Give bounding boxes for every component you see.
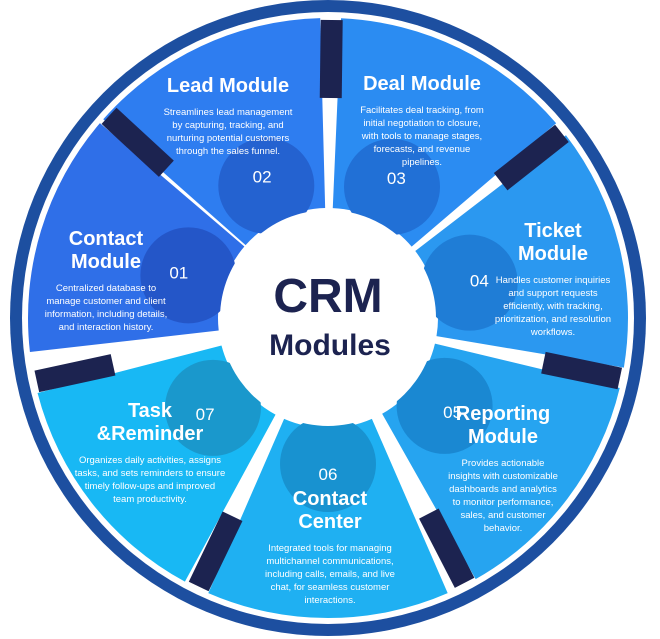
module-number-06: 06 xyxy=(319,465,338,484)
number-tabs xyxy=(140,137,518,512)
module-description-03: forecasts, and revenue xyxy=(374,144,471,155)
module-description-03: initial negotiation to closure, xyxy=(363,118,480,129)
module-number-03: 03 xyxy=(387,169,406,188)
module-number-01: 01 xyxy=(169,263,188,282)
divider-04 xyxy=(541,351,623,390)
module-description-01: Centralized database to xyxy=(56,283,156,294)
number-tab-04 xyxy=(421,234,518,331)
module-description-02: by capturing, tracking, and xyxy=(172,120,283,131)
module-title-01: Module xyxy=(71,251,141,273)
number-tab-03 xyxy=(344,138,441,235)
module-description-03: Facilitates deal tracking, from xyxy=(360,105,484,116)
module-description-01: information, including details, xyxy=(45,309,168,320)
module-number-02: 02 xyxy=(253,168,272,187)
module-description-02: through the sales funnel. xyxy=(176,146,280,157)
number-tab-05 xyxy=(396,357,493,454)
number-tab-06 xyxy=(280,416,376,512)
module-description-05: to monitor performance, xyxy=(453,497,554,508)
module-description-02: nurturing potential customers xyxy=(167,133,290,144)
divider-03 xyxy=(493,124,569,191)
module-description-01: manage customer and client xyxy=(46,296,166,307)
number-tab-01 xyxy=(140,227,237,324)
module-title-07: &Reminder xyxy=(97,423,204,445)
divider-06 xyxy=(188,511,243,592)
number-tab-02 xyxy=(218,137,315,234)
number-tab-07 xyxy=(164,359,261,456)
module-description-05: behavior. xyxy=(484,523,523,534)
module-description-06: multichannel communications, xyxy=(266,556,393,567)
module-title-06: Center xyxy=(298,511,362,533)
module-description-04: efficiently, with tracking, xyxy=(503,301,602,312)
module-number-07: 07 xyxy=(196,405,215,424)
divider-02 xyxy=(319,19,343,99)
module-description-06: chat, for seamless customer xyxy=(271,582,390,593)
module-title-02: Lead Module xyxy=(167,75,289,97)
segment-dividers xyxy=(34,19,623,592)
module-description-06: interactions. xyxy=(304,595,355,606)
module-number-05: 05 xyxy=(443,403,462,422)
module-title-05: Module xyxy=(468,426,538,448)
module-title-06: Contact xyxy=(293,488,368,510)
module-description-04: prioritization, and resolution xyxy=(495,314,611,325)
module-number-04: 04 xyxy=(470,271,489,290)
module-description-02: Streamlines lead management xyxy=(164,107,293,118)
module-title-04: Ticket xyxy=(524,220,582,242)
module-description-03: with tools to manage stages, xyxy=(361,131,482,142)
module-description-04: Handles customer inquiries xyxy=(496,275,611,286)
center-subtitle: Modules xyxy=(269,329,391,362)
module-title-04: Module xyxy=(518,243,588,265)
module-description-05: insights with customizable xyxy=(448,471,558,482)
module-description-07: timely follow-ups and improved xyxy=(85,481,215,492)
module-title-07: Task xyxy=(128,400,173,422)
divider-01 xyxy=(101,107,174,177)
module-description-05: sales, and customer xyxy=(460,510,545,521)
center-title: CRM xyxy=(273,270,382,323)
module-description-07: Organizes daily activities, assigns xyxy=(79,455,221,466)
module-description-06: including calls, emails, and live xyxy=(265,569,395,580)
module-description-07: team productivity. xyxy=(113,494,187,505)
module-title-03: Deal Module xyxy=(363,73,481,95)
module-description-01: and interaction history. xyxy=(59,322,154,333)
module-description-06: Integrated tools for managing xyxy=(268,543,392,554)
divider-05 xyxy=(419,508,475,588)
module-segment-06 xyxy=(208,418,448,618)
module-title-05: Reporting xyxy=(456,403,550,425)
divider-07 xyxy=(34,354,116,393)
module-description-05: dashboards and analytics xyxy=(449,484,557,495)
module-description-03: pipelines. xyxy=(402,157,442,168)
module-title-01: Contact xyxy=(69,228,144,250)
center-circle xyxy=(220,210,436,426)
module-description-05: Provides actionable xyxy=(462,458,545,469)
module-description-07: tasks, and sets reminders to ensure xyxy=(75,468,226,479)
module-description-04: and support requests xyxy=(508,288,598,299)
module-description-04: workflows. xyxy=(530,327,575,338)
